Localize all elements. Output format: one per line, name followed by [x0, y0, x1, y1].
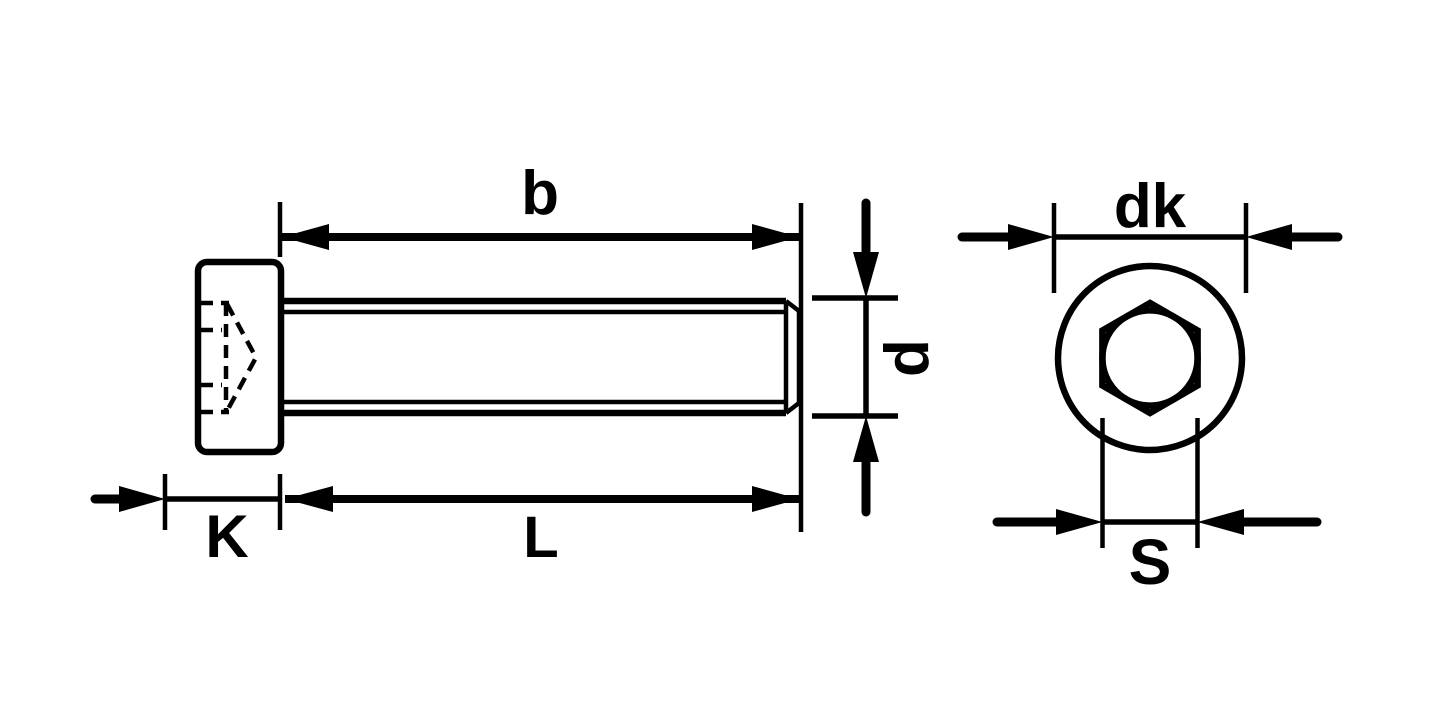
- S-arrowhead-left: [1056, 509, 1103, 535]
- dimension-dk: dk: [957, 172, 1343, 293]
- hex-socket-hidden-lines: [200, 300, 259, 415]
- dimension-label-dk: dk: [1114, 172, 1187, 241]
- S-arrowhead-right: [1197, 509, 1244, 535]
- d-arrowhead-top: [853, 252, 879, 298]
- dimension-label-L: L: [523, 505, 558, 570]
- dimension-label-S: S: [1129, 526, 1172, 598]
- chamfer-top-edge: [784, 299, 801, 313]
- end-view: [1054, 262, 1246, 454]
- hex-socket-outline: [1099, 299, 1201, 417]
- dimension-label-d: d: [873, 339, 942, 377]
- dimension-K: K: [90, 474, 280, 570]
- b-arrowhead-right: [752, 224, 799, 250]
- dimension-b: b: [277, 159, 804, 532]
- head-circle: [1054, 262, 1246, 454]
- screw-shank: [281, 297, 802, 417]
- socket-cone-line: [225, 302, 259, 413]
- L-arrowhead-right: [752, 486, 799, 512]
- K-arrowhead-left: [119, 486, 165, 512]
- dimension-S: S: [992, 418, 1322, 598]
- dimension-label-K: K: [205, 503, 248, 570]
- dimension-d: d: [812, 198, 942, 517]
- b-arrowhead-left: [282, 224, 329, 250]
- dk-arrowhead-right: [1246, 224, 1292, 250]
- dk-arrowhead-left: [1008, 224, 1054, 250]
- side-view: [194, 258, 802, 456]
- screw-head-outline: [194, 258, 285, 456]
- dimension-label-b: b: [521, 159, 559, 228]
- chamfer-bottom-edge: [784, 401, 801, 415]
- L-arrowhead-left: [285, 486, 333, 512]
- d-arrowhead-bottom: [853, 416, 879, 462]
- dimension-L: L: [277, 474, 799, 570]
- socket-inscribed-circle: [1099, 307, 1201, 409]
